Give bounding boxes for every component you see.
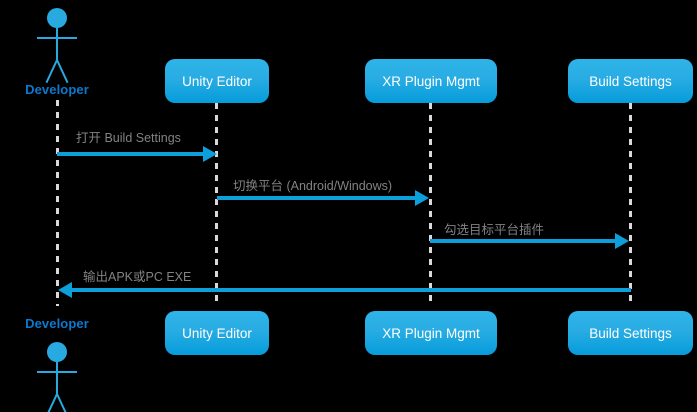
message-arrowhead-4-left-icon [58,282,72,298]
participant-box-build-settings-top[interactable]: Build Settings [568,59,693,103]
actor-developer-top-icon [27,8,87,86]
message-label-4: 输出APK或PC EXE [83,270,192,284]
participant-box-unity-editor-top[interactable]: Unity Editor [165,59,269,103]
participant-label: Build Settings [589,325,672,341]
message-line-4 [70,288,631,292]
message-label-1: 打开 Build Settings [76,131,181,145]
actor-arms [37,371,77,373]
message-arrowhead-3-right-icon [615,233,629,249]
participant-label: Unity Editor [182,73,252,89]
actor-leg-right [56,59,69,84]
lifeline-build-settings [629,103,632,306]
participant-box-xr-plugin-mgmt-bottom[interactable]: XR Plugin Mgmt [365,311,497,355]
actor-body [56,362,58,395]
participant-label: Build Settings [589,73,672,89]
message-line-3 [430,239,616,243]
actor-leg-right [56,393,69,412]
actor-body [56,28,58,61]
participant-box-build-settings-bottom[interactable]: Build Settings [568,311,693,355]
actor-label-developer-top: Developer [25,82,89,97]
actor-leg-left [45,59,58,84]
actor-developer-bottom-icon [27,342,87,412]
participant-box-unity-editor-bottom[interactable]: Unity Editor [165,311,269,355]
message-label-3: 勾选目标平台插件 [444,223,545,237]
lifeline-developer [56,100,59,306]
actor-head [47,342,67,362]
participant-label: XR Plugin Mgmt [382,73,480,89]
lifeline-unity-editor [215,103,218,306]
message-arrowhead-1-right-icon [203,146,217,162]
message-line-1 [57,152,205,156]
actor-arms [37,37,77,39]
actor-head [47,8,67,28]
lifeline-xr-plugin-mgmt [429,103,432,306]
participant-box-xr-plugin-mgmt-top[interactable]: XR Plugin Mgmt [365,59,497,103]
participant-label: XR Plugin Mgmt [382,325,480,341]
message-line-2 [217,196,416,200]
participant-label: Unity Editor [182,325,252,341]
actor-label-developer-bottom: Developer [25,316,89,331]
message-arrowhead-2-right-icon [415,190,429,206]
message-label-2: 切换平台 (Android/Windows) [233,179,393,193]
